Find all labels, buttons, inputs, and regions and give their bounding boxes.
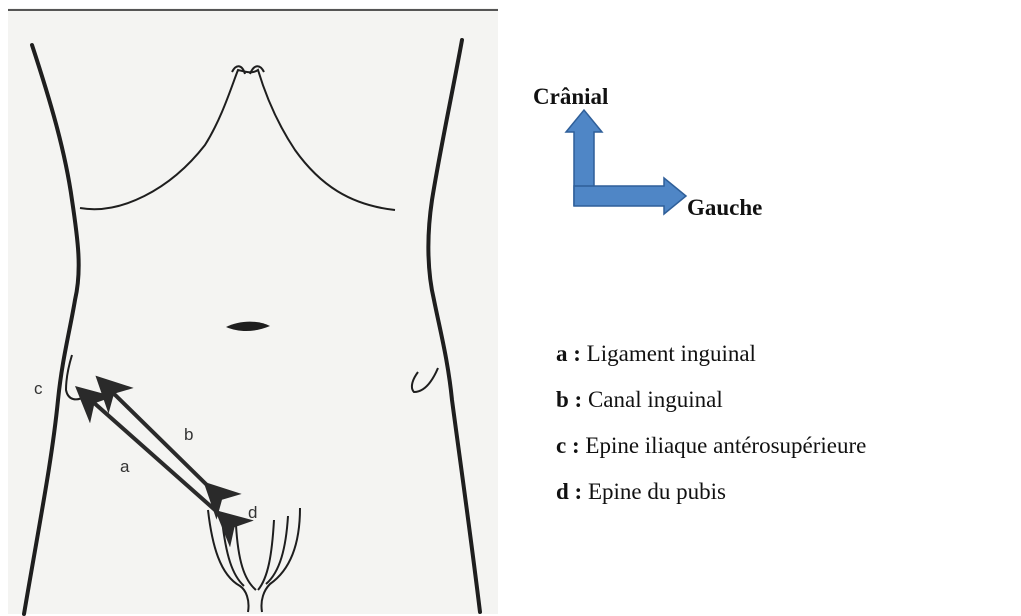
legend-item: b : Canal inguinal xyxy=(556,381,866,427)
legend-key: b xyxy=(556,387,569,412)
abdomen-drawing: a b c d xyxy=(0,0,500,616)
legend-item: a : Ligament inguinal xyxy=(556,335,866,381)
cranial-label: Crânial xyxy=(533,84,608,110)
legend-text: Canal inguinal xyxy=(588,387,723,412)
legend-key: a xyxy=(556,341,568,366)
legend-key: c xyxy=(556,433,566,458)
legend-key: d xyxy=(556,479,569,504)
legend-sep: : xyxy=(569,387,588,412)
label-c: c xyxy=(34,379,43,398)
label-d: d xyxy=(248,503,257,522)
legend-sep: : xyxy=(569,479,588,504)
legend-text: Ligament inguinal xyxy=(587,341,756,366)
left-label: Gauche xyxy=(687,195,762,221)
legend-text: Epine iliaque antérosupérieure xyxy=(585,433,866,458)
legend: a : Ligament inguinal b : Canal inguinal… xyxy=(556,335,866,519)
legend-sep: : xyxy=(568,341,587,366)
legend-item: c : Epine iliaque antérosupérieure xyxy=(556,427,866,473)
label-a: a xyxy=(120,457,130,476)
legend-sep: : xyxy=(566,433,585,458)
legend-text: Epine du pubis xyxy=(588,479,726,504)
paper-background xyxy=(8,8,498,614)
label-b: b xyxy=(184,425,193,444)
legend-item: d : Epine du pubis xyxy=(556,473,866,519)
